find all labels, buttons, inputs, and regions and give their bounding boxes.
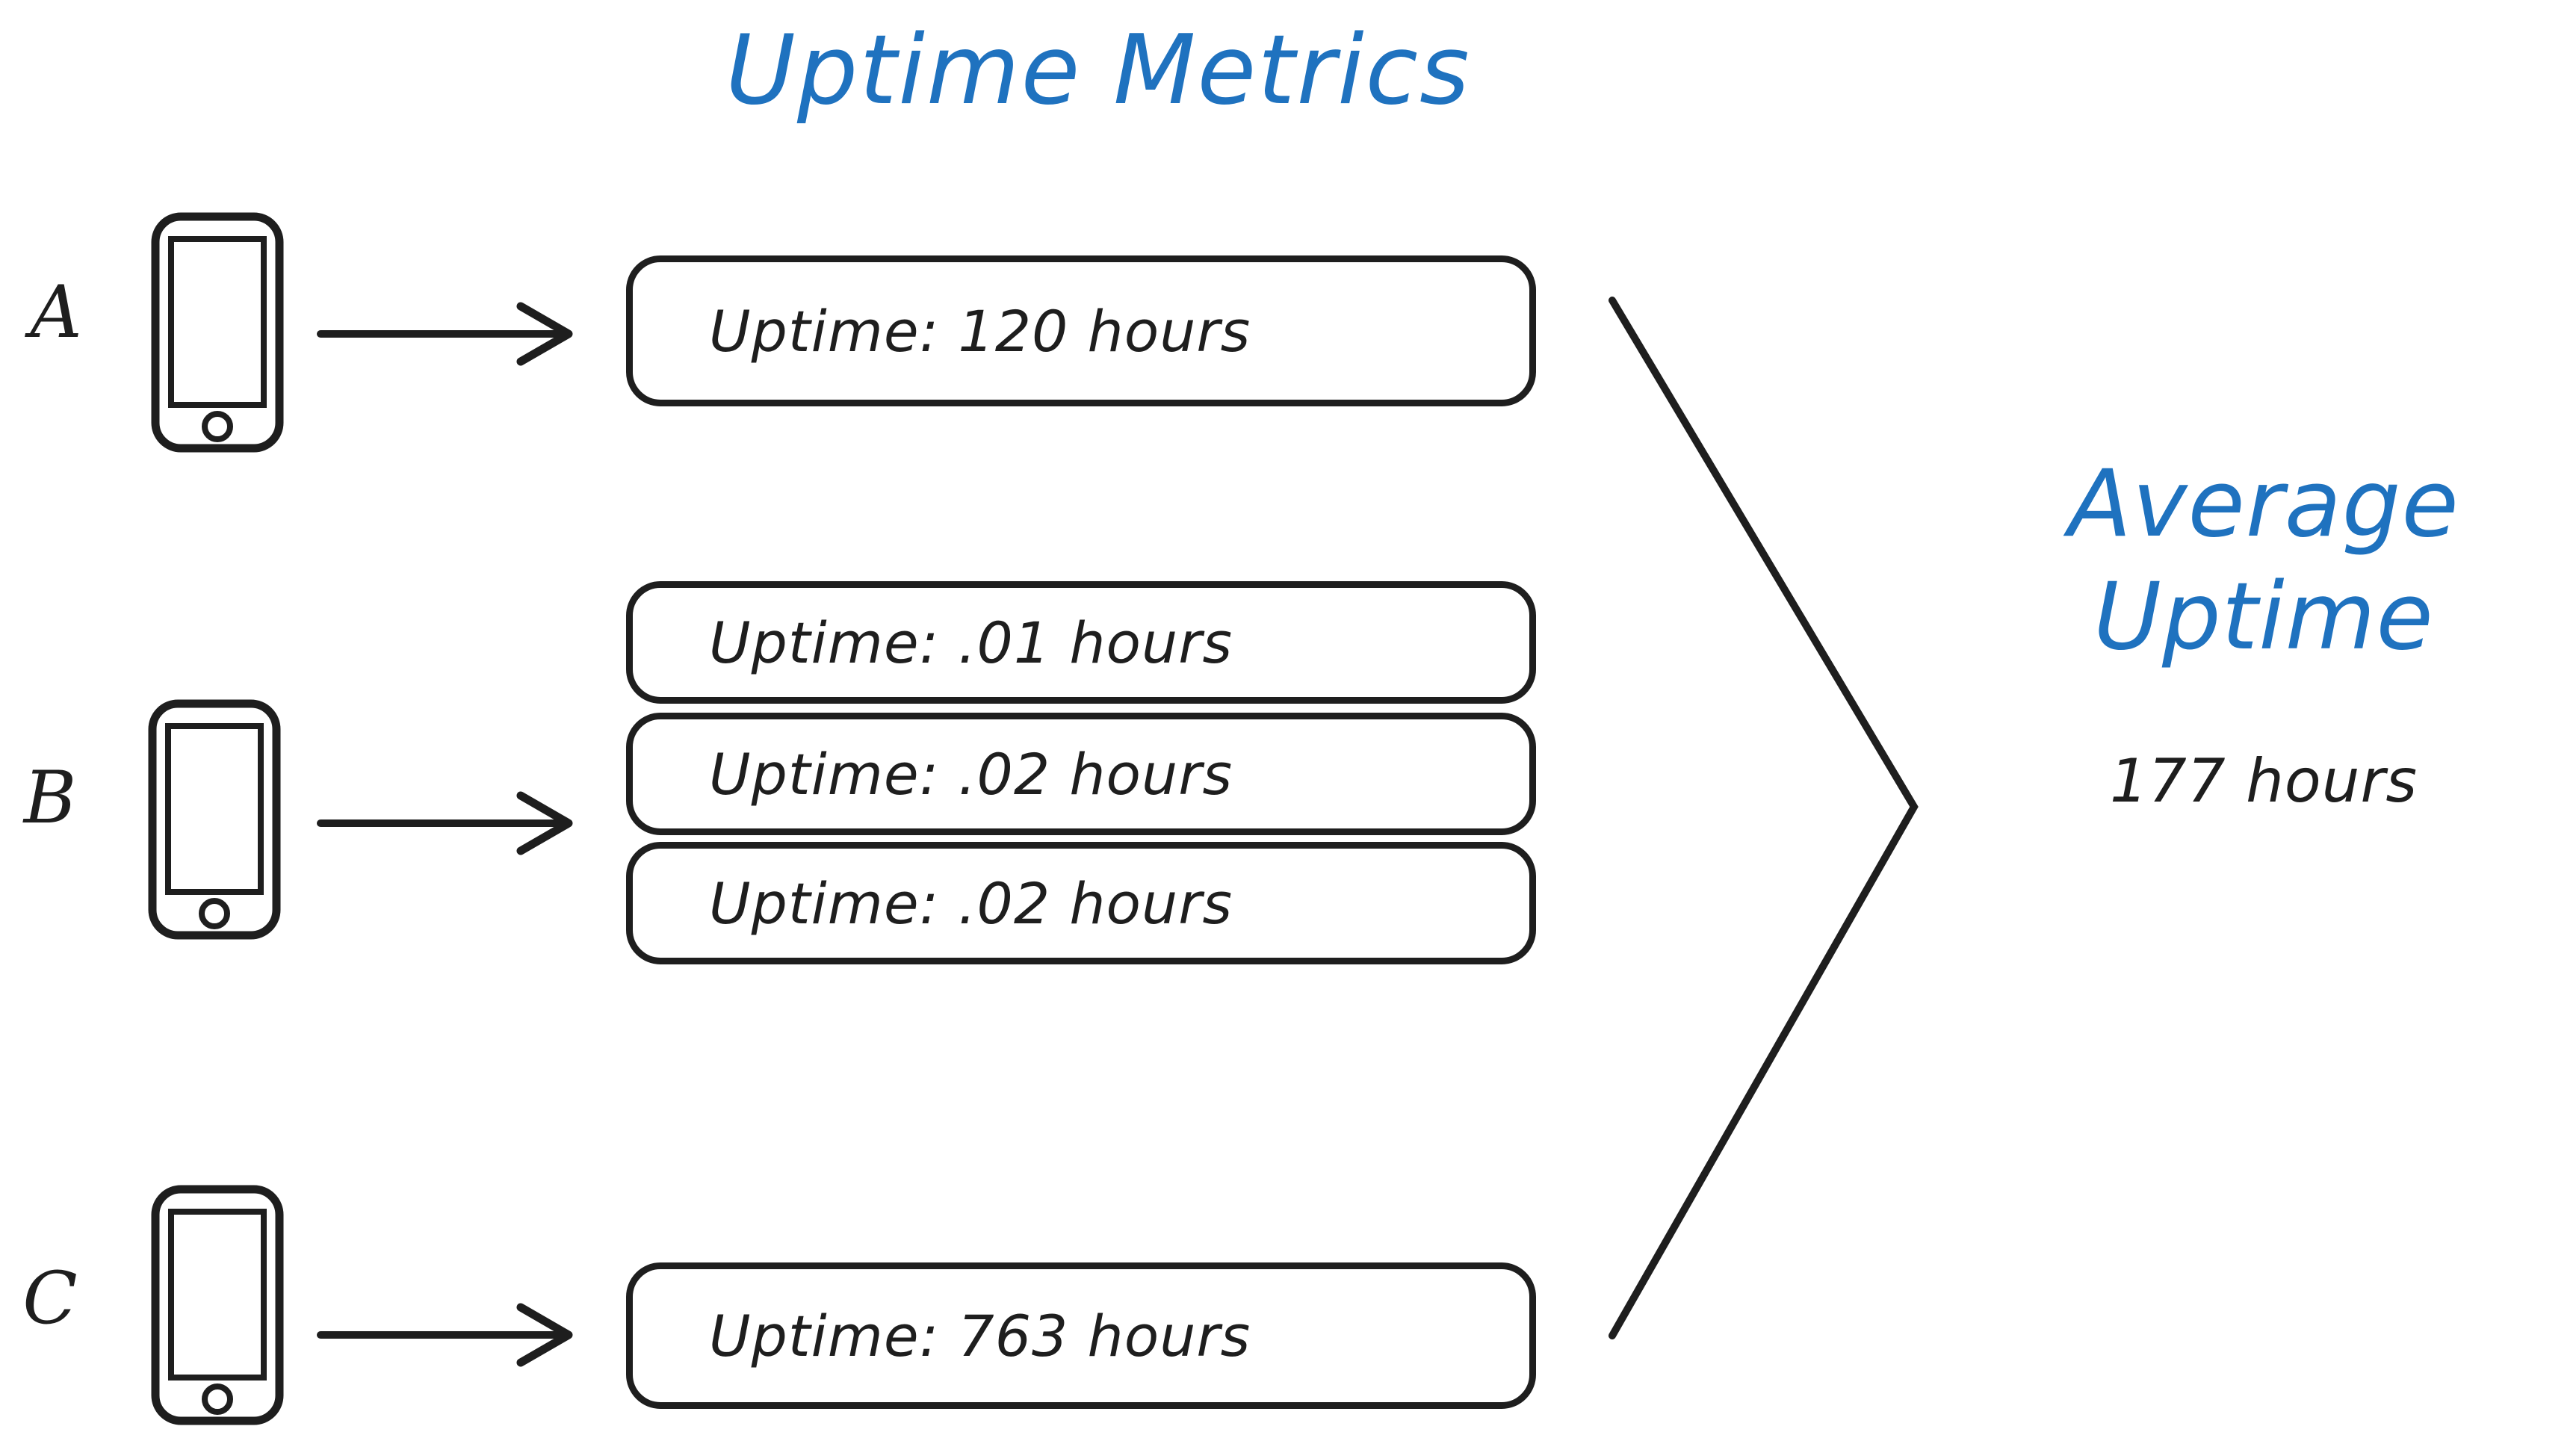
metric-box-a-1[interactable]: Uptime: 120 hours (626, 255, 1536, 406)
average-uptime-title-line2: Uptime (2093, 563, 2434, 672)
converging-bracket-icon (1569, 284, 1957, 1352)
arrow-right-icon-b (317, 788, 575, 859)
device-label-c: C (22, 1256, 78, 1340)
metric-box-b-2[interactable]: Uptime: .02 hours (626, 713, 1536, 835)
mobile-phone-icon (148, 211, 287, 454)
metric-text: Uptime: .02 hours (709, 870, 1233, 937)
page-title: Uptime Metrics (725, 15, 1471, 126)
average-uptime-title-line1: Average (2068, 450, 2459, 558)
device-label-a: A (30, 270, 82, 354)
metric-text: Uptime: .01 hours (709, 609, 1233, 676)
metric-box-b-3[interactable]: Uptime: .02 hours (626, 842, 1536, 964)
metric-box-c-1[interactable]: Uptime: 763 hours (626, 1262, 1536, 1409)
mobile-phone-icon (148, 1183, 287, 1427)
metric-text: Uptime: 763 hours (709, 1302, 1251, 1369)
arrow-right-icon-a (317, 299, 575, 370)
average-uptime-result: Average Uptime 177 hours (1965, 448, 2563, 816)
average-uptime-value: 177 hours (2109, 746, 2418, 816)
metric-text: Uptime: .02 hours (709, 740, 1233, 808)
device-label-b: B (23, 756, 77, 840)
mobile-phone-icon (145, 698, 284, 941)
metric-box-b-1[interactable]: Uptime: .01 hours (626, 581, 1536, 704)
arrow-right-icon-c (317, 1300, 575, 1371)
metric-text: Uptime: 120 hours (709, 297, 1251, 365)
